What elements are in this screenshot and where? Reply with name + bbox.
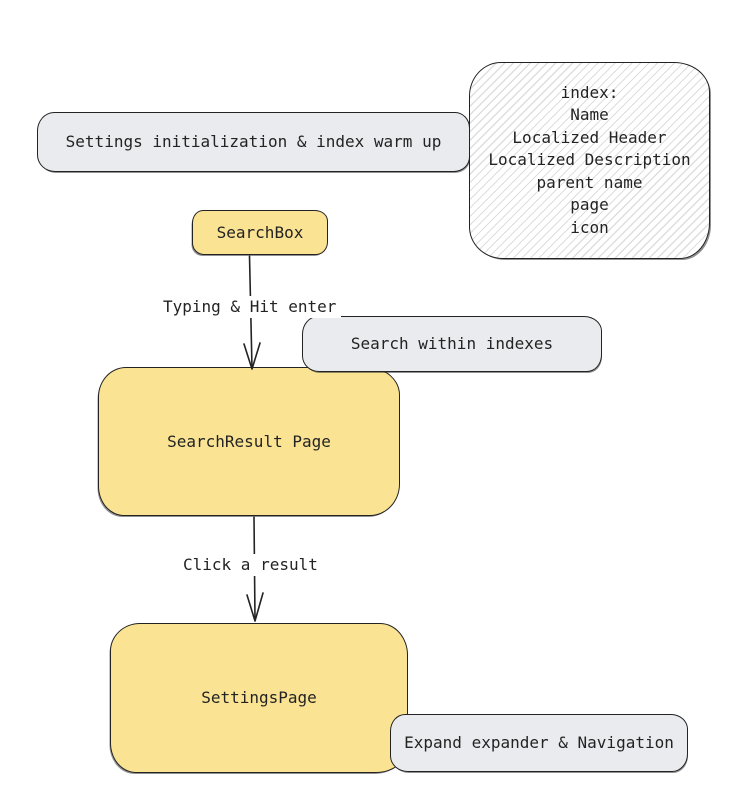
index-field-line: parent name [536, 172, 643, 192]
index-field-line: icon [570, 217, 609, 237]
index-fields-text: index: Name Localized Header Localized D… [488, 82, 690, 240]
node-label: SettingsPage [201, 688, 317, 707]
index-field-line: index: [560, 82, 619, 102]
node-label: SearchBox [216, 222, 304, 242]
node-index-fields: index: Name Localized Header Localized D… [469, 62, 710, 259]
node-settings-initialization: Settings initialization & index warm up [37, 112, 470, 172]
index-field-line: Localized Header [512, 127, 667, 147]
edge-label-click-a-result: Click a result [178, 554, 323, 576]
node-searchbox: SearchBox [192, 210, 328, 255]
arrowhead-down-icon [246, 592, 264, 622]
node-expand-expander-navigation: Expand expander & Navigation [390, 714, 688, 772]
node-label: Settings initialization & index warm up [65, 132, 442, 151]
node-label: SearchResult Page [167, 431, 331, 451]
node-label: Expand expander & Navigation [404, 733, 674, 752]
node-searchresult-page: SearchResult Page [98, 367, 400, 516]
edge-label-typing-hit-enter: Typing & Hit enter [158, 296, 342, 318]
index-field-line: Localized Description [488, 150, 691, 170]
index-field-line: page [570, 195, 609, 215]
node-settings-page: SettingsPage [110, 623, 408, 773]
arrowhead-down-icon [243, 342, 261, 370]
node-search-within-indexes: Search within indexes [302, 316, 602, 372]
node-label: Search within indexes [350, 334, 554, 353]
index-field-line: Name [570, 105, 609, 125]
